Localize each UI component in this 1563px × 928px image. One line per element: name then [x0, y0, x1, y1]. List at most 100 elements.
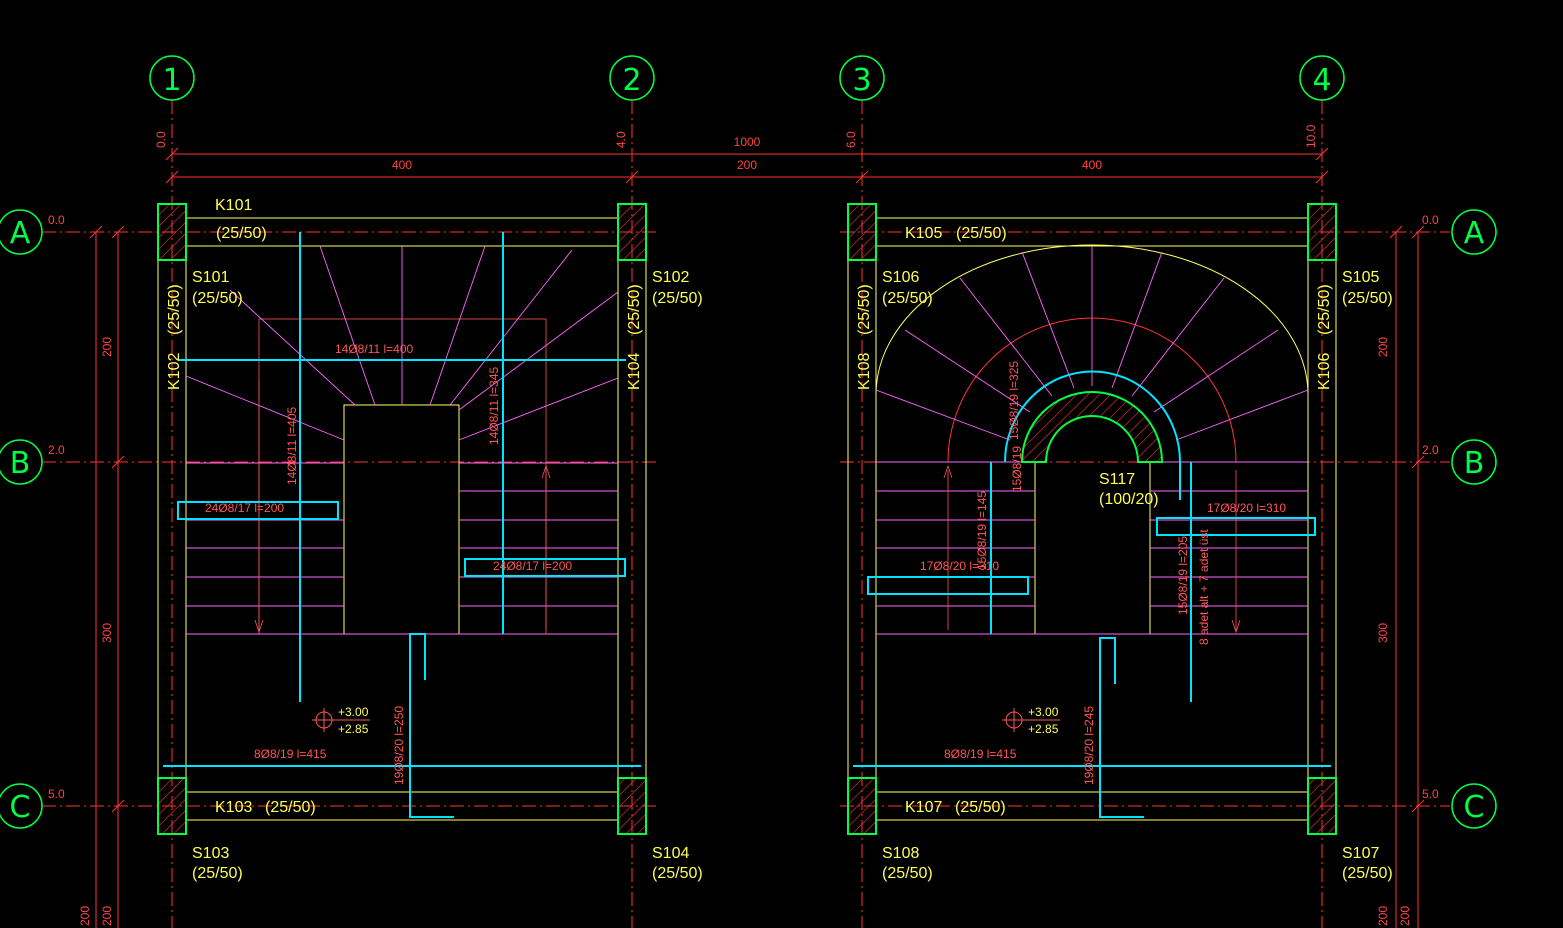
right-rebar-6: 15Ø8/19 [1010, 446, 1024, 492]
left-rebar-6: 8Ø8/19 l=415 [254, 747, 327, 761]
column-s108 [847, 777, 877, 835]
grid-label-3: 3 [852, 63, 871, 98]
grid-bubbles [0, 55, 1497, 829]
offset-c-right: 5.0 [1422, 787, 1439, 801]
dim-left-upper: 200 [100, 337, 114, 357]
offset-a-left: 0.0 [48, 213, 65, 227]
grid-label-1: 1 [162, 63, 181, 98]
beam-k101-size: (25/50) [216, 225, 267, 242]
dim-left-bay: 400 [392, 158, 412, 172]
offset-b-left: 2.0 [48, 443, 65, 457]
grid-label-b-left: B [10, 446, 31, 481]
beam-k107-label: K107 [905, 799, 942, 816]
top-dimensions [165, 147, 1329, 184]
grid-label-a-right: A [1464, 216, 1485, 251]
offset-3: 6.0 [844, 131, 858, 148]
right-level-bottom: +2.85 [1028, 722, 1059, 736]
offset-b-right: 2.0 [1422, 443, 1439, 457]
beam-k102-label: K102 [166, 353, 183, 390]
right-level-mark [1002, 708, 1060, 732]
side-dimensions [89, 225, 1425, 928]
column-s104 [617, 777, 647, 835]
offset-1: 0.0 [154, 131, 168, 148]
column-s102 [617, 203, 647, 261]
offset-4: 10.0 [1304, 124, 1318, 148]
right-rebar-3: 15Ø8/19 l=145 [975, 491, 989, 570]
dim-right-lower: 300 [1376, 623, 1390, 643]
column-s117 [1020, 391, 1164, 463]
column-s106-size: (25/50) [882, 290, 933, 307]
right-rebar-7: 8Ø8/19 l=415 [944, 747, 1017, 761]
beam-k106-size: (25/50) [1316, 284, 1333, 335]
left-rebars [163, 232, 641, 818]
left-rebar-1: 14Ø8/11 l=400 [335, 342, 414, 356]
column-s106 [847, 203, 877, 261]
beam-k105-label: K105 [905, 225, 942, 242]
right-rebar-4: 15Ø8/19 l=205 [1176, 536, 1190, 615]
left-walk-line [254, 380, 551, 634]
grid-label-4: 4 [1312, 63, 1331, 98]
right-plan: +3.00 +2.85 K105 (25/50) K107 (25/50) K1… [847, 203, 1393, 882]
dim-right-bottom-b: 200 [1398, 906, 1412, 926]
column-s105-label: S105 [1342, 269, 1379, 286]
right-level-top: +3.00 [1028, 705, 1059, 719]
column-s104-size: (25/50) [652, 865, 703, 882]
dim-left-bottom-a: 200 [78, 906, 92, 926]
right-stair-treads [875, 246, 1309, 635]
left-rebar-3: 14Ø8/11 l=345 [487, 366, 501, 445]
column-s102-size: (25/50) [652, 290, 703, 307]
column-s107-size: (25/50) [1342, 865, 1393, 882]
left-rebar-5: 24Ø8/17 l=200 [493, 559, 572, 573]
column-s101-size: (25/50) [192, 290, 243, 307]
beam-k103-label: K103 [215, 799, 252, 816]
beam-k108-size: (25/50) [856, 284, 873, 335]
left-rebar-4: 24Ø8/17 l=200 [205, 501, 284, 515]
column-s117-size: (100/20) [1099, 491, 1159, 508]
dim-right-bay: 400 [1082, 158, 1102, 172]
column-s108-label: S108 [882, 845, 919, 862]
dim-left-lower: 300 [100, 623, 114, 643]
beam-k101-label: K101 [215, 197, 252, 214]
beam-k107-size: (25/50) [955, 799, 1006, 816]
grid-label-2: 2 [622, 63, 641, 98]
column-s108-size: (25/50) [882, 865, 933, 882]
column-s106-label: S106 [882, 269, 919, 286]
column-s105 [1307, 203, 1337, 261]
beam-k104-size: (25/50) [626, 284, 643, 335]
left-rebar-2: 14Ø8/11 l=405 [285, 406, 299, 485]
left-rebar-7: 19Ø8/20 l=250 [392, 706, 406, 785]
offset-c-left: 5.0 [48, 787, 65, 801]
offset-a-right: 0.0 [1422, 213, 1439, 227]
left-level-top: +3.00 [338, 705, 369, 719]
dim-total: 1000 [734, 135, 761, 149]
beam-k102-size: (25/50) [166, 284, 183, 335]
column-s103 [157, 777, 187, 835]
right-rebar-5: 15Ø8/19 l=325 [1007, 361, 1021, 440]
beam-k104-label: K104 [626, 353, 643, 390]
column-s105-size: (25/50) [1342, 290, 1393, 307]
column-s103-size: (25/50) [192, 865, 243, 882]
right-rebars [853, 370, 1331, 818]
left-columns [157, 203, 647, 835]
right-rebar-1: 17Ø8/20 l=310 [1207, 501, 1286, 515]
column-s107-label: S107 [1342, 845, 1379, 862]
column-s101-label: S101 [192, 269, 229, 286]
left-level-mark [312, 708, 370, 732]
beam-k108-label: K108 [856, 353, 873, 390]
grid-label-b-right: B [1464, 446, 1485, 481]
column-s117-label: S117 [1099, 471, 1135, 488]
left-plan: +3.00 +2.85 K101 (25/50) K103 (25/50) K1… [157, 197, 703, 882]
right-rebar-2: 17Ø8/20 l=310 [920, 559, 999, 573]
grid-label-c-right: C [1464, 790, 1485, 825]
dim-right-bottom-a: 200 [1376, 906, 1390, 926]
beam-k103-size: (25/50) [265, 799, 316, 816]
right-columns [847, 203, 1337, 835]
left-level-bottom: +2.85 [338, 722, 369, 736]
dim-left-bottom-b: 200 [100, 906, 114, 926]
column-s103-label: S103 [192, 845, 229, 862]
column-s101 [157, 203, 187, 261]
grid-label-a-left: A [10, 216, 31, 251]
grid-label-c-left: C [10, 790, 31, 825]
dim-right-upper: 200 [1376, 337, 1390, 357]
